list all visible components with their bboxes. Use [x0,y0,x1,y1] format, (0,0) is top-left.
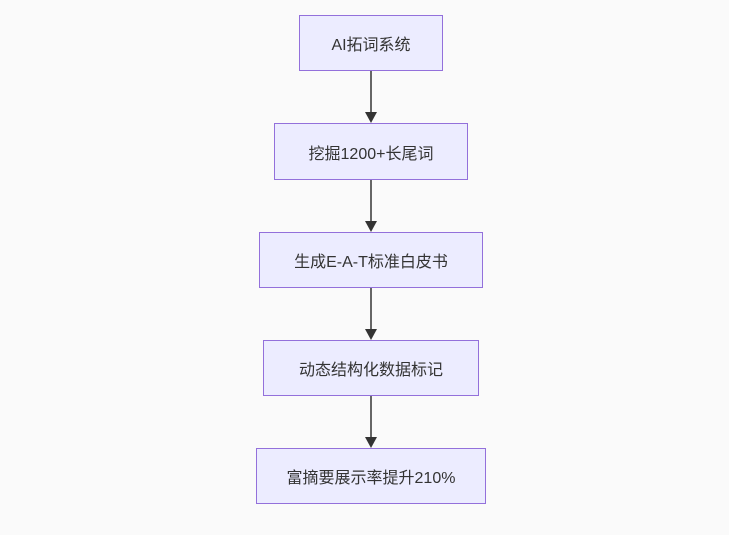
flow-node-label: 挖掘1200+长尾词 [308,145,434,163]
flow-node-ai-word-expansion-system: AI拓词系统 [299,15,443,71]
flow-arrow-1 [361,71,381,123]
arrow-line [370,71,372,115]
arrowhead-down-icon [365,112,377,123]
flow-node-longtail-keywords: 挖掘1200+长尾词 [274,123,468,180]
flow-node-rich-snippet-rate: 富摘要展示率提升210% [256,448,486,504]
flow-node-label: 富摘要展示率提升210% [286,470,456,487]
arrowhead-down-icon [365,437,377,448]
arrow-line [370,396,372,440]
flow-node-label: AI拓词系统 [331,37,411,54]
flow-node-structured-data-markup: 动态结构化数据标记 [263,340,479,396]
arrow-line [370,180,372,224]
flow-node-eat-whitepaper: 生成E-A-T标准白皮书 [259,232,483,288]
flow-arrow-4 [361,396,381,448]
arrow-line [370,288,372,332]
flow-node-label: 动态结构化数据标记 [298,362,443,379]
arrowhead-down-icon [365,221,377,232]
flow-arrow-3 [361,288,381,340]
flow-node-label: 生成E-A-T标准白皮书 [294,254,448,271]
flowchart: AI拓词系统 挖掘1200+长尾词 生成E-A-T标准白皮书 动态结构化数据标记 [256,15,486,504]
arrowhead-down-icon [365,329,377,340]
flow-arrow-2 [361,180,381,232]
